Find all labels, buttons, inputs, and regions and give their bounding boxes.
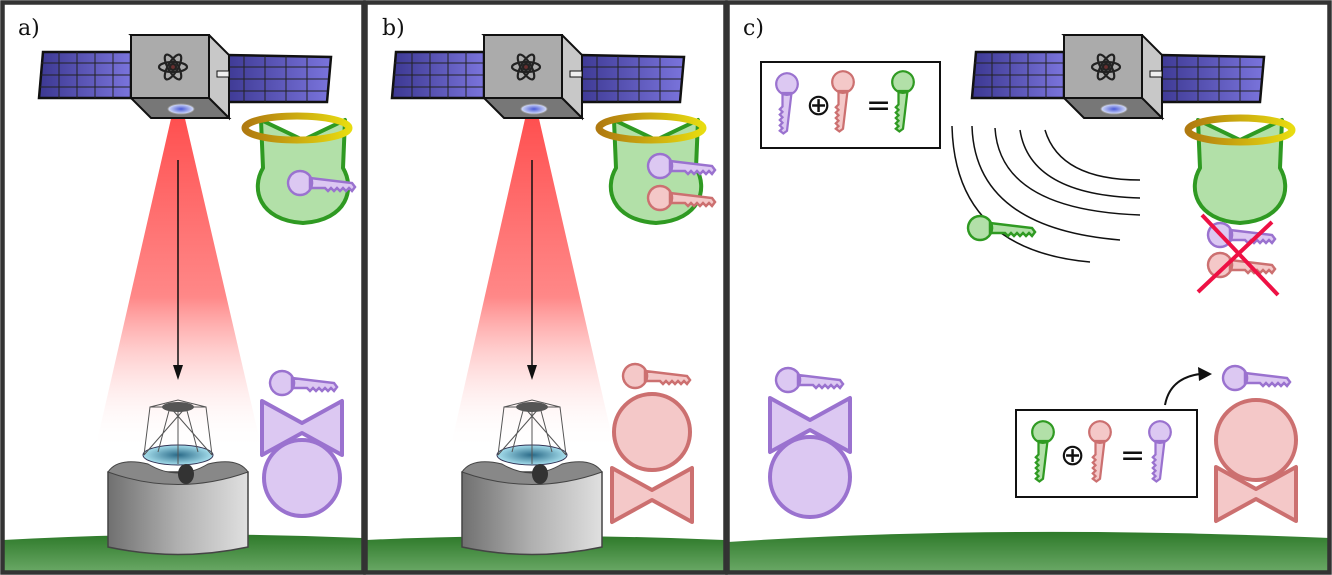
bob-head xyxy=(1214,398,1298,482)
equals-sign: = xyxy=(866,88,891,123)
arrow-head xyxy=(173,365,183,380)
key-icon xyxy=(268,369,339,397)
panel-c xyxy=(728,531,1330,572)
alice-head xyxy=(262,438,342,518)
eve-lab xyxy=(1192,118,1288,225)
panel-label-a: a) xyxy=(18,16,40,41)
equals-sign: = xyxy=(1120,438,1145,473)
panel-label-b: b) xyxy=(382,16,405,41)
cross-icon xyxy=(1196,213,1280,297)
alice-head xyxy=(768,435,852,519)
signal-waves xyxy=(951,125,1141,263)
key-icon xyxy=(966,214,1037,242)
satellite-icon xyxy=(970,33,1266,120)
key-icon xyxy=(621,362,692,390)
satellite-icon xyxy=(37,33,333,120)
xor-icon: ⊕ xyxy=(806,88,831,123)
key-icon xyxy=(774,366,845,394)
bob-bowtie xyxy=(610,466,694,524)
key-icon xyxy=(1221,364,1292,392)
panel-label-c: c) xyxy=(743,16,764,41)
xor-icon: ⊕ xyxy=(1060,438,1085,473)
curved-arrow xyxy=(1164,373,1201,406)
arrow-head xyxy=(527,365,537,380)
bob-head xyxy=(612,392,692,472)
ground xyxy=(728,531,1330,572)
satellite-icon xyxy=(390,33,686,120)
